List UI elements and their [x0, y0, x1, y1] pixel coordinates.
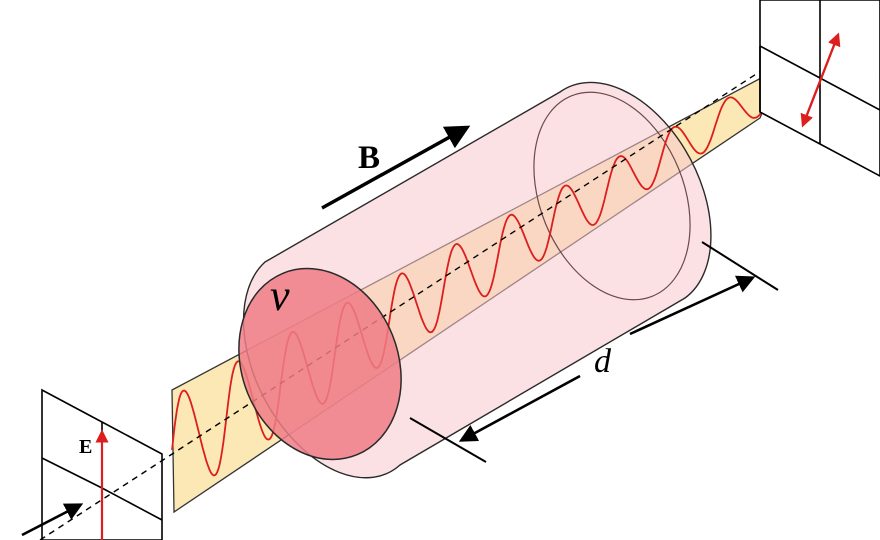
cylinder-front-face: [238, 267, 402, 461]
magnetic-field-arrow: [321, 125, 471, 210]
incoming-direction-arrow: [21, 503, 84, 537]
cylinder-far-end: [533, 91, 691, 301]
length-dimension: [409, 241, 779, 463]
label-length: d: [594, 343, 612, 380]
label-e-field: E: [79, 436, 92, 458]
label-verdet-constant: ν: [270, 271, 290, 320]
propagation-axis: [39, 0, 871, 540]
output-polarizer-grid: [759, 0, 880, 177]
label-magnetic-field: B: [358, 140, 380, 176]
